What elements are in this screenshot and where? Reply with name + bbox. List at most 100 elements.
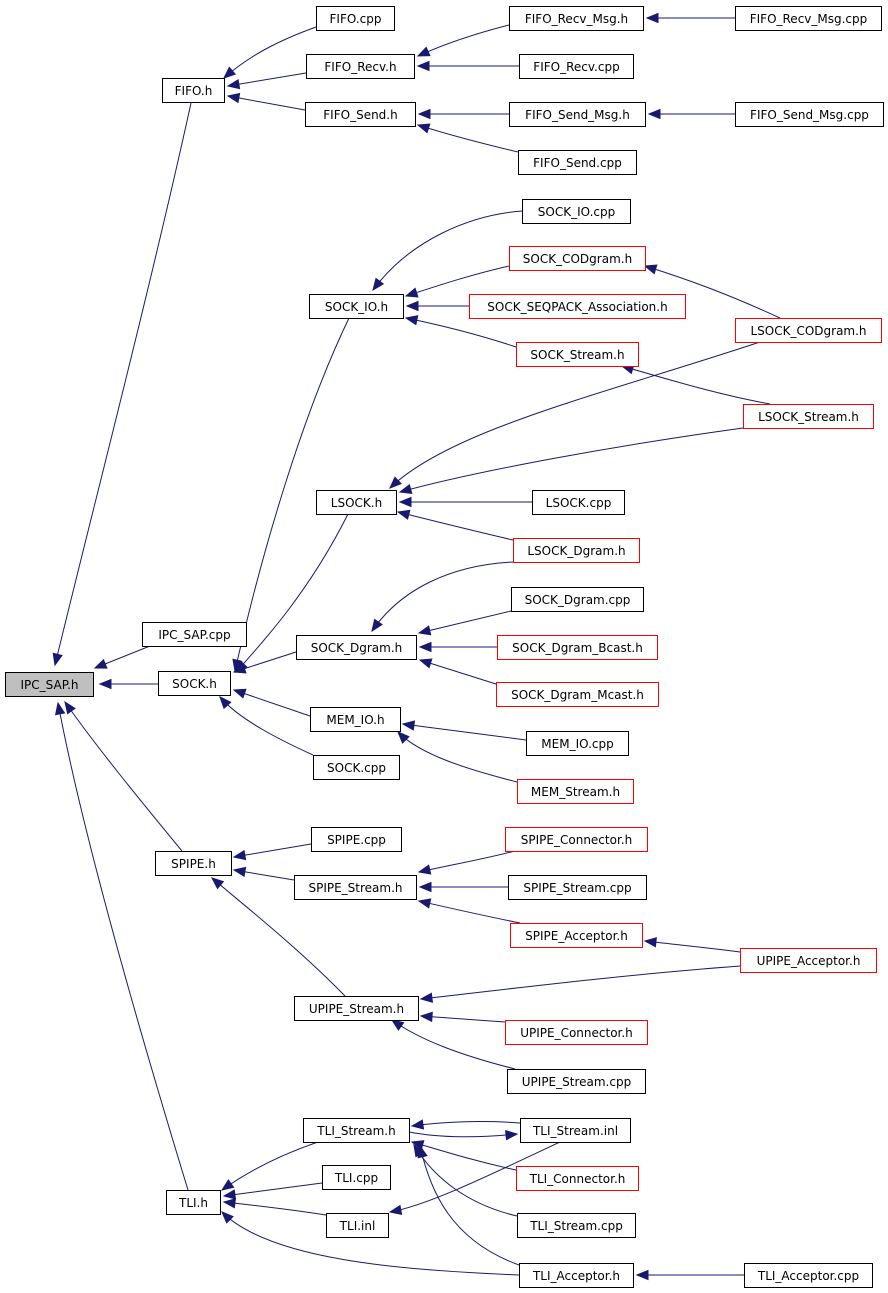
node-label: FIFO_Send_Msg.h: [525, 108, 630, 122]
edge-sock_seqpack_h-to-sock_io_h: [405, 300, 469, 312]
node-spipe-h[interactable]: SPIPE.h: [155, 851, 232, 876]
node-tli-cpp[interactable]: TLI.cpp: [322, 1165, 391, 1190]
node-tli-acceptor-h[interactable]: TLI_Acceptor.h: [519, 1263, 634, 1288]
node-sock-seqpack-h[interactable]: SOCK_SEQPACK_Association.h: [469, 294, 686, 319]
node-sock-stream-h[interactable]: SOCK_Stream.h: [516, 342, 639, 367]
node-label: SOCK_IO.h: [325, 300, 388, 314]
node-box: [744, 1263, 873, 1288]
node-mem-io-cpp[interactable]: MEM_IO.cpp: [526, 731, 629, 756]
node-label: LSOCK_CODgram.h: [750, 324, 866, 338]
node-label: IPC_SAP.cpp: [158, 628, 230, 642]
node-fifo-recv-msg-h[interactable]: FIFO_Recv_Msg.h: [509, 6, 644, 31]
node-spipe-cpp[interactable]: SPIPE.cpp: [311, 827, 402, 852]
node-box: [743, 404, 874, 429]
node-label: TLI_Stream.inl: [532, 1124, 618, 1138]
node-ipc-sap-h[interactable]: IPC_SAP.h: [5, 672, 94, 697]
node-fifo-cpp[interactable]: FIFO.cpp: [316, 6, 395, 31]
node-sock-dgram-bcast-h[interactable]: SOCK_Dgram_Bcast.h: [497, 635, 658, 660]
node-tli-connector-h[interactable]: TLI_Connector.h: [516, 1166, 639, 1191]
edge-sock_stream_h-to-sock_io_h: [404, 315, 517, 348]
node-sock-io-cpp[interactable]: SOCK_IO.cpp: [522, 199, 631, 224]
edge-upipe_stream_cpp-to-upipe_stream_h: [390, 1019, 516, 1070]
node-box: [511, 587, 644, 612]
node-lsock-dgram-h[interactable]: LSOCK_Dgram.h: [513, 538, 640, 563]
arrowhead: [222, 1189, 237, 1200]
node-box: [305, 102, 416, 127]
arrowhead: [219, 696, 232, 710]
node-tli-inl[interactable]: TLI.inl: [326, 1213, 389, 1238]
arrowhead: [404, 287, 419, 298]
node-fifo-h[interactable]: FIFO.h: [162, 78, 225, 103]
node-lsock-cpp[interactable]: LSOCK.cpp: [532, 490, 625, 515]
node-label: TLI_Stream.cpp: [529, 1219, 623, 1233]
arrowhead: [416, 46, 431, 57]
node-lsock-stream-h[interactable]: LSOCK_Stream.h: [743, 404, 874, 429]
node-sock-dgram-h[interactable]: SOCK_Dgram.h: [296, 635, 417, 660]
node-lsock-codgram-h[interactable]: LSOCK_CODgram.h: [735, 318, 882, 343]
edge-lsock_stream_h-to-lsock_h: [398, 427, 744, 494]
node-fifo-recv-msg-cpp[interactable]: FIFO_Recv_Msg.cpp: [735, 6, 882, 31]
node-fifo-recv-cpp[interactable]: FIFO_Recv.cpp: [519, 54, 634, 79]
node-mem-stream-h[interactable]: MEM_Stream.h: [517, 779, 634, 804]
node-label: SOCK_Stream.h: [530, 348, 624, 362]
node-upipe-stream-cpp[interactable]: UPIPE_Stream.cpp: [507, 1069, 646, 1094]
node-box: [316, 490, 397, 515]
node-label: UPIPE_Stream.cpp: [522, 1075, 631, 1089]
node-spipe-stream-cpp[interactable]: SPIPE_Stream.cpp: [508, 875, 647, 900]
node-fifo-send-cpp[interactable]: FIFO_Send.cpp: [518, 150, 637, 175]
arrowhead: [98, 678, 112, 690]
arrowhead: [398, 496, 412, 508]
edge-upipe_acceptor_h-to-spipe_acceptor_h: [643, 937, 741, 953]
node-tli-stream-h[interactable]: TLI_Stream.h: [303, 1118, 410, 1143]
node-sock-h[interactable]: SOCK.h: [158, 671, 231, 696]
edge-spipe_cpp-to-spipe_h: [232, 843, 312, 861]
node-box: [306, 54, 415, 79]
node-fifo-send-msg-h[interactable]: FIFO_Send_Msg.h: [509, 102, 646, 127]
node-sock-codgram-h[interactable]: SOCK_CODgram.h: [509, 246, 646, 271]
edge-lsock_codgram_h-to-lsock_h: [389, 341, 761, 489]
node-spipe-stream-h[interactable]: SPIPE_Stream.h: [294, 875, 417, 900]
node-spipe-acceptor-h[interactable]: SPIPE_Acceptor.h: [510, 923, 643, 948]
node-upipe-connector-h[interactable]: UPIPE_Connector.h: [505, 1020, 648, 1045]
arrowhead: [388, 1204, 403, 1216]
edge-sock_dgram_h-to-sock_h: [232, 651, 297, 674]
node-fifo-send-h[interactable]: FIFO_Send.h: [305, 102, 416, 127]
arrowhead: [419, 1011, 433, 1023]
arrowhead: [226, 78, 241, 90]
node-sock-io-h[interactable]: SOCK_IO.h: [309, 294, 404, 319]
node-sock-dgram-cpp[interactable]: SOCK_Dgram.cpp: [511, 587, 644, 612]
node-box: [497, 635, 658, 660]
arrowhead: [417, 898, 432, 909]
edge-fifo_recv_cpp-to-fifo_recv_h: [416, 60, 519, 72]
node-fifo-send-msg-cpp[interactable]: FIFO_Send_Msg.cpp: [735, 102, 884, 127]
arrowhead: [226, 92, 241, 104]
node-box: [5, 672, 94, 697]
node-mem-io-h[interactable]: MEM_IO.h: [310, 707, 401, 732]
arrowhead: [419, 992, 433, 1003]
arrowhead: [410, 1119, 425, 1130]
node-tli-h[interactable]: TLI.h: [166, 1190, 221, 1215]
node-label: UPIPE_Acceptor.h: [757, 954, 861, 968]
node-sock-dgram-mcast-h[interactable]: SOCK_Dgram_Mcast.h: [496, 682, 659, 707]
node-label: SOCK_Dgram.h: [311, 641, 403, 655]
node-box: [517, 1213, 636, 1238]
node-fifo-recv-h[interactable]: FIFO_Recv.h: [306, 54, 415, 79]
node-label: FIFO_Send.h: [323, 108, 397, 122]
node-spipe-connector-h[interactable]: SPIPE_Connector.h: [505, 827, 648, 852]
node-upipe-acceptor-h[interactable]: UPIPE_Acceptor.h: [740, 948, 877, 973]
node-tli-stream-cpp[interactable]: TLI_Stream.cpp: [517, 1213, 636, 1238]
node-ipc-sap-cpp[interactable]: IPC_SAP.cpp: [142, 622, 247, 647]
node-tli-stream-inl[interactable]: TLI_Stream.inl: [520, 1118, 631, 1143]
node-sock-cpp[interactable]: SOCK.cpp: [313, 755, 400, 780]
arrowhead: [418, 641, 432, 653]
node-label: SPIPE_Stream.h: [308, 881, 402, 895]
edge-ipc_sap_cpp-to-ipc_sap_h: [93, 645, 151, 669]
edge-fifo_recv_msg_cpp-to-fifo_recv_msg_h: [645, 12, 735, 24]
node-upipe-stream-h[interactable]: UPIPE_Stream.h: [294, 996, 419, 1021]
node-lsock-h[interactable]: LSOCK.h: [316, 490, 397, 515]
arrowhead: [418, 658, 433, 669]
edge-tli_cpp-to-tli_h: [222, 1182, 323, 1200]
node-box: [516, 1166, 639, 1191]
node-tli-acceptor-cpp[interactable]: TLI_Acceptor.cpp: [744, 1263, 873, 1288]
node-label: SOCK_Dgram_Bcast.h: [512, 641, 643, 655]
